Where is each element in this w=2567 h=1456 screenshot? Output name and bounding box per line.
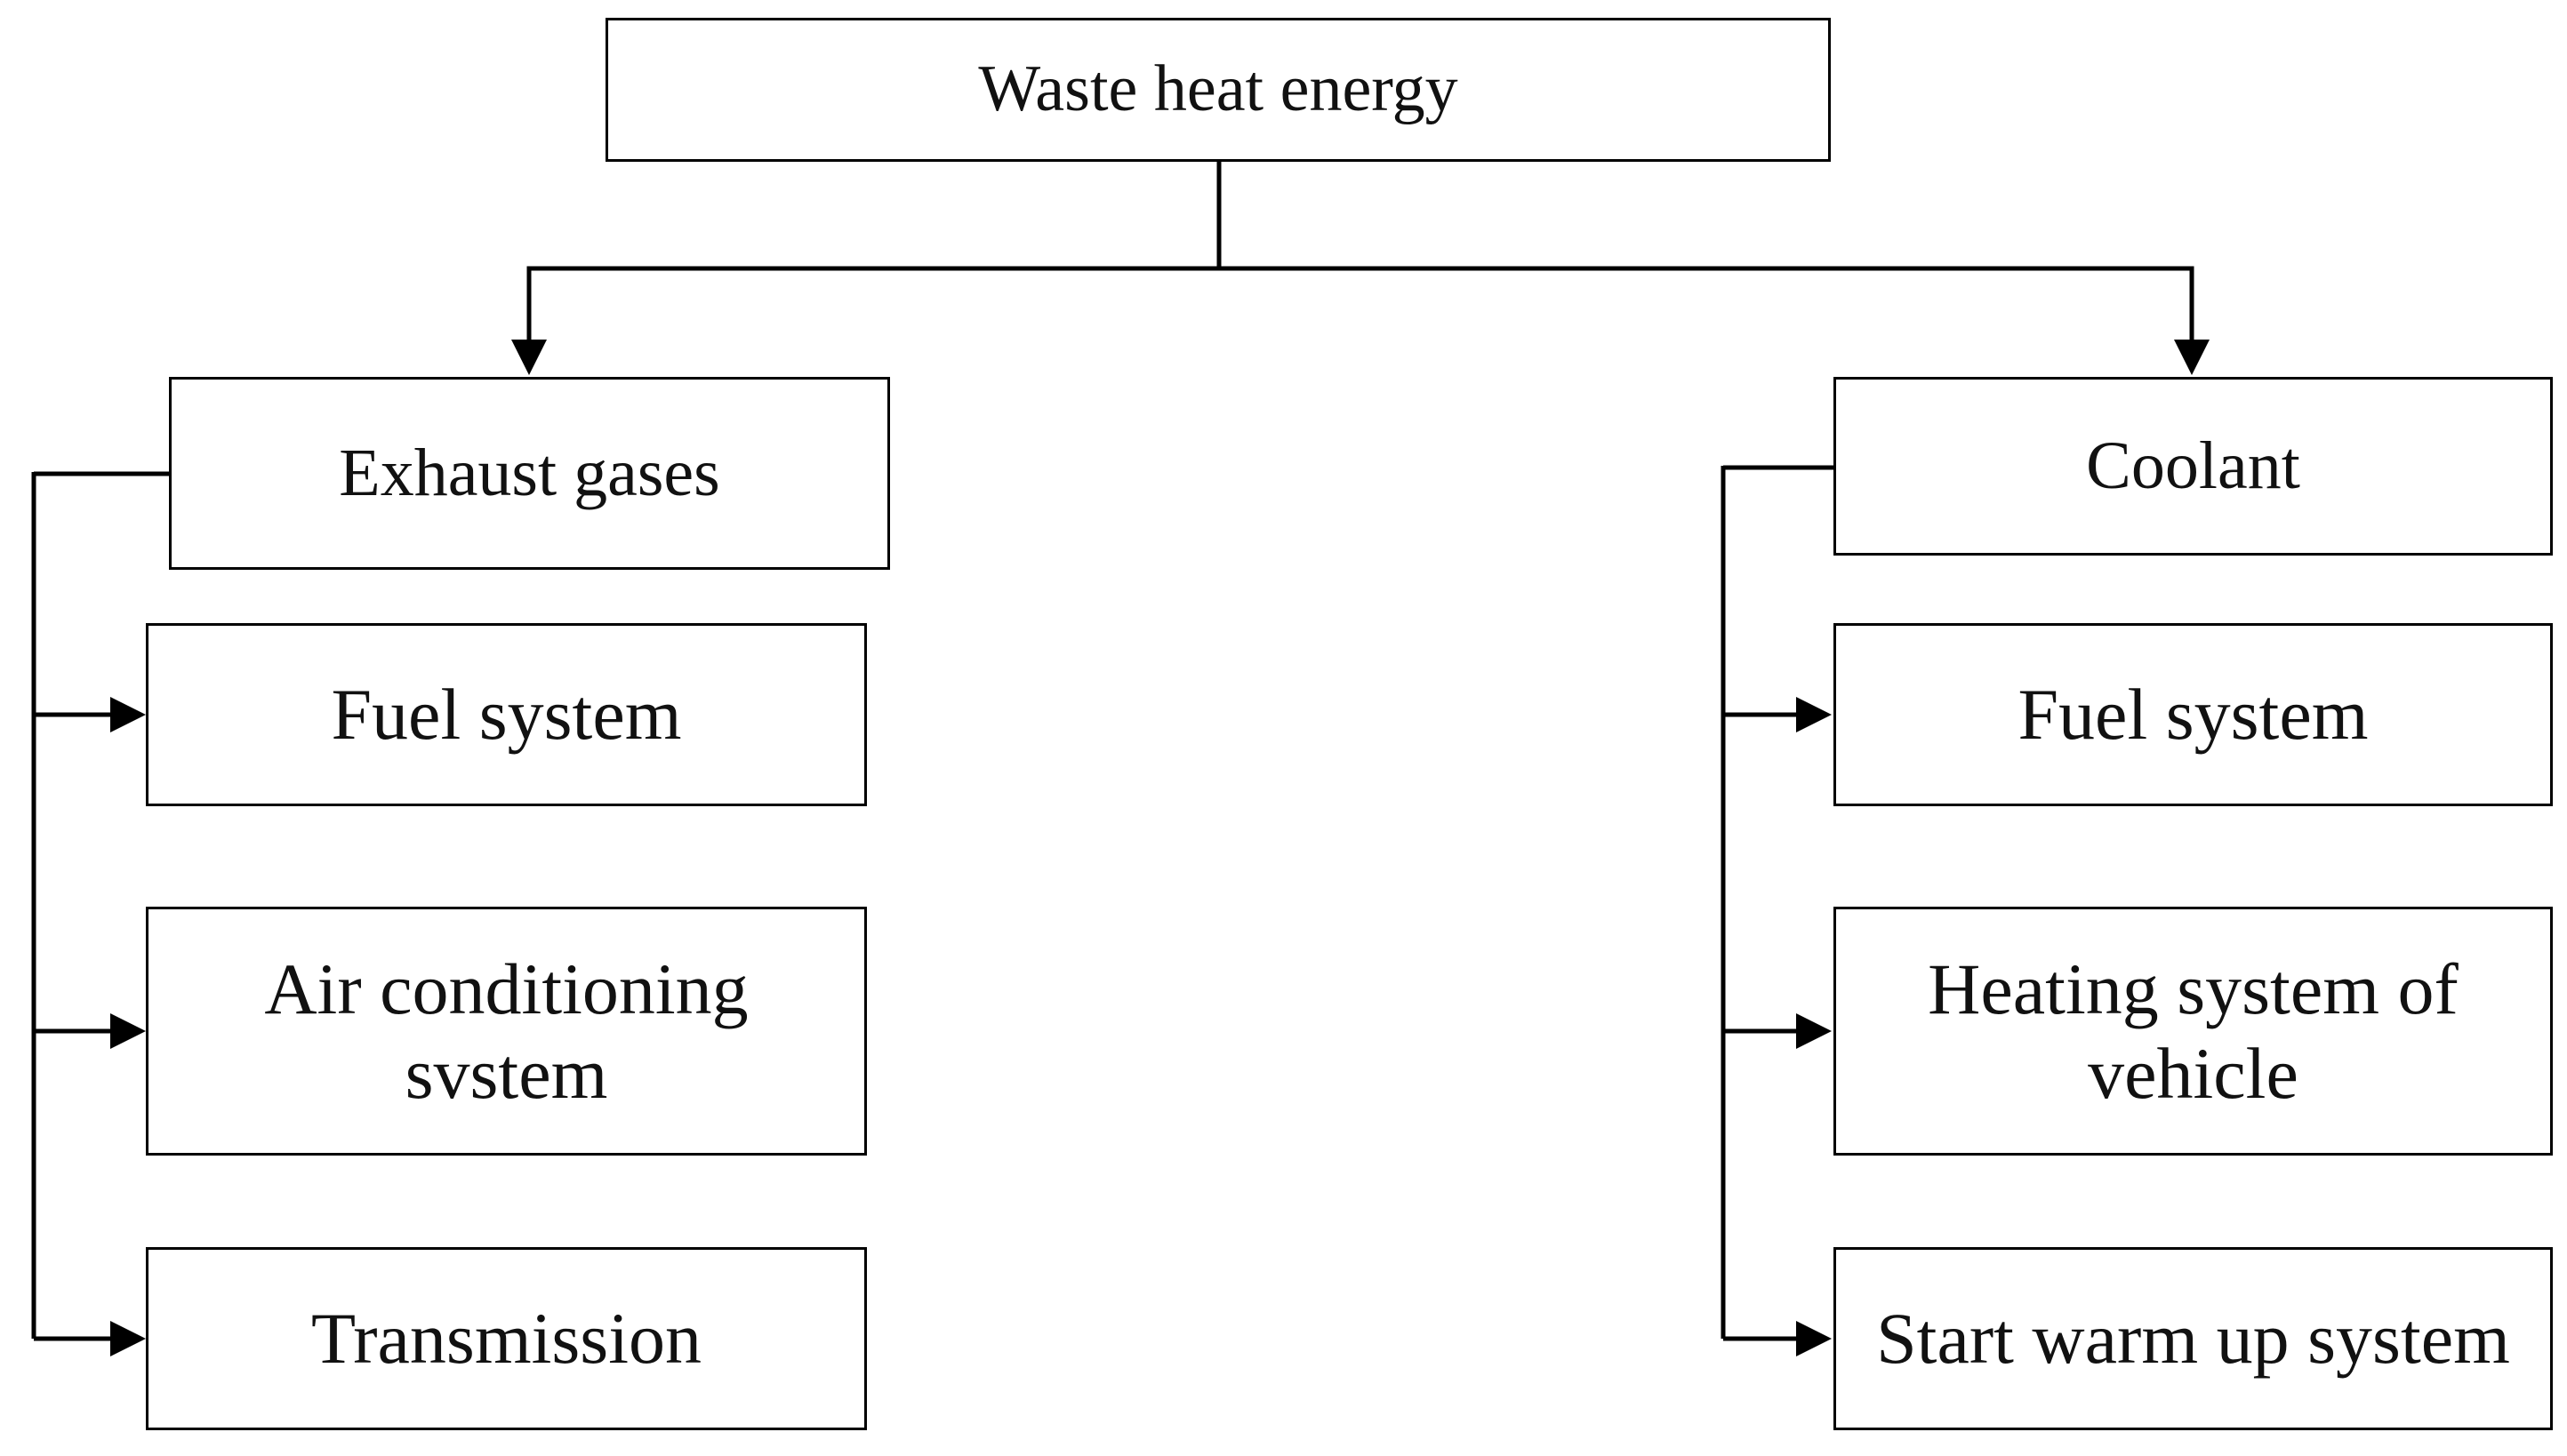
leaf-box-exhaust-fuel-system: Fuel system xyxy=(146,623,867,806)
arrow-to-start-warm-up xyxy=(1723,1321,1832,1356)
root-label: Waste heat energy xyxy=(978,52,1458,126)
leaf-box-air-conditioning-system: Air conditioning svstem xyxy=(146,907,867,1156)
leaf-label: Heating system of vehicle xyxy=(1928,948,2459,1114)
leaf-box-heating-system-of-vehicle: Heating system of vehicle xyxy=(1833,907,2553,1156)
arrow-to-exhaust-fuel-system xyxy=(34,697,146,732)
arrow-to-exhaust-gases xyxy=(511,268,547,375)
category-box-coolant: Coolant xyxy=(1833,377,2553,556)
category-label-exhaust-gases: Exhaust gases xyxy=(339,436,720,511)
category-box-exhaust-gases: Exhaust gases xyxy=(169,377,890,570)
arrow-to-coolant xyxy=(2174,268,2210,375)
leaf-box-coolant-fuel-system: Fuel system xyxy=(1833,623,2553,806)
leaf-label: Fuel system xyxy=(2018,674,2369,756)
leaf-box-transmission: Transmission xyxy=(146,1247,867,1430)
root-box-waste-heat-energy: Waste heat energy xyxy=(606,18,1831,162)
leaf-label: Start warm up system xyxy=(1876,1298,2510,1380)
arrow-to-heating-system xyxy=(1723,1013,1832,1049)
arrow-to-transmission xyxy=(34,1321,146,1356)
leaf-box-start-warm-up-system: Start warm up system xyxy=(1833,1247,2553,1430)
arrow-to-air-conditioning xyxy=(34,1013,146,1049)
leaf-label: Fuel system xyxy=(331,674,682,756)
leaf-label: Transmission xyxy=(311,1298,702,1380)
leaf-label: Air conditioning svstem xyxy=(264,948,749,1114)
arrow-to-coolant-fuel-system xyxy=(1723,697,1832,732)
category-label-coolant: Coolant xyxy=(2086,428,2300,504)
